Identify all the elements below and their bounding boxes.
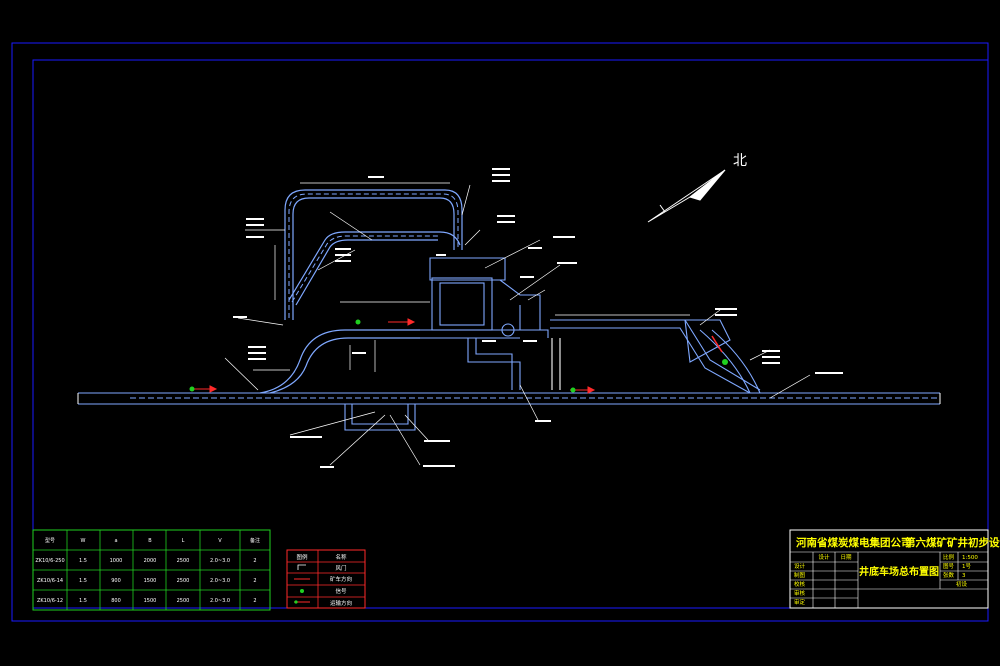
company-name: 河南省煤炭煤电集团公司 [796,536,912,549]
central-yard [344,257,761,431]
title-right-value-2: 3 [962,573,966,579]
eq-r0-c3: 2000 [144,558,157,564]
title-right-label-1: 图号 [943,562,955,570]
annotation-stubs [233,168,843,468]
north-label: 北 [733,153,747,169]
eq-r0-c2: 1000 [110,558,123,564]
eq-r1-c3: 1500 [144,578,157,584]
eq-r2-c4: 2500 [177,598,190,604]
eq-r0-c4: 2500 [177,558,190,564]
drawing-title: 井底车场总布置图 [859,565,939,578]
equipment-table: 型号 W a B L V 备注 ZK10/6-250 1.5 1000 2000… [32,529,271,611]
eq-r2-c3: 1500 [144,598,157,604]
eq-r2-c2: 800 [111,598,121,604]
signal-icon [300,589,304,593]
right-curve [699,329,761,394]
door-icon [297,564,306,570]
title-header-0: 设计 [818,553,830,561]
title-status: 初设 [956,580,968,588]
eq-header-4: L [182,538,185,544]
eq-header-3: B [148,538,152,544]
legend-symbols [294,564,310,604]
eq-r0-c1: 1.5 [79,558,87,564]
title-row-3: 审核 [794,589,806,597]
outer-frame [11,42,989,622]
eq-header-5: V [218,538,222,544]
legend-header-symbol: 图例 [296,553,308,561]
left-loop-dashed [288,193,459,318]
main-track [77,392,941,405]
eq-r1-c0: ZK10/6-14 [37,578,63,584]
legend-table: 图例 名称 风门 矿车方向 信号 运输方向 [286,549,366,609]
title-right-label-0: 比例 [943,553,955,561]
title-right-value-0: 1:500 [962,555,978,561]
legend-item-2: 信号 [335,587,347,595]
eq-r0-c5: 2.0~3.0 [210,558,230,564]
eq-r1-c2: 900 [111,578,121,584]
title-row-2: 校核 [794,580,806,588]
signal-icon [294,600,298,604]
title-header-1: 日期 [840,554,852,561]
eq-r1-c5: 2.0~3.0 [210,578,230,584]
title-right-label-2: 张数 [943,571,955,579]
signal-lights [189,319,728,393]
eq-header-0: 型号 [45,537,55,544]
title-row-1: 制图 [794,571,806,579]
eq-r1-c4: 2500 [177,578,190,584]
project-name: 第六煤矿矿井初步设计 [905,536,1000,549]
eq-header-1: W [81,538,86,544]
eq-header-2: a [114,538,117,544]
title-right-value-1: 1号 [962,563,971,570]
eq-r2-c5: 2.0~3.0 [210,598,230,604]
legend-item-3: 运输方向 [330,599,352,607]
eq-r2-c6: 2 [253,598,256,604]
title-row-0: 设计 [794,562,806,570]
eq-header-6: 备注 [250,537,260,544]
eq-r2-c1: 1.5 [79,598,87,604]
eq-r2-c0: ZK10/6-12 [37,598,63,604]
left-loop-track [259,189,463,394]
title-row-4: 审定 [794,598,806,606]
eq-r1-c6: 2 [253,578,256,584]
legend-item-0: 风门 [335,564,346,572]
inner-frame [32,59,989,609]
red-segment [711,335,723,353]
eq-r0-c6: 2 [253,558,256,564]
legend-header-name: 名称 [335,553,347,561]
legend-item-1: 矿车方向 [330,575,352,583]
dimension-lines [224,182,811,466]
north-arrow [647,169,726,223]
title-block: 河南省煤炭煤电集团公司 第六煤矿矿井初步设计 井底车场总布置图 设计 日期 设计… [789,529,1000,609]
eq-r0-c0: ZK10/6-250 [35,558,64,564]
eq-r1-c1: 1.5 [79,578,87,584]
